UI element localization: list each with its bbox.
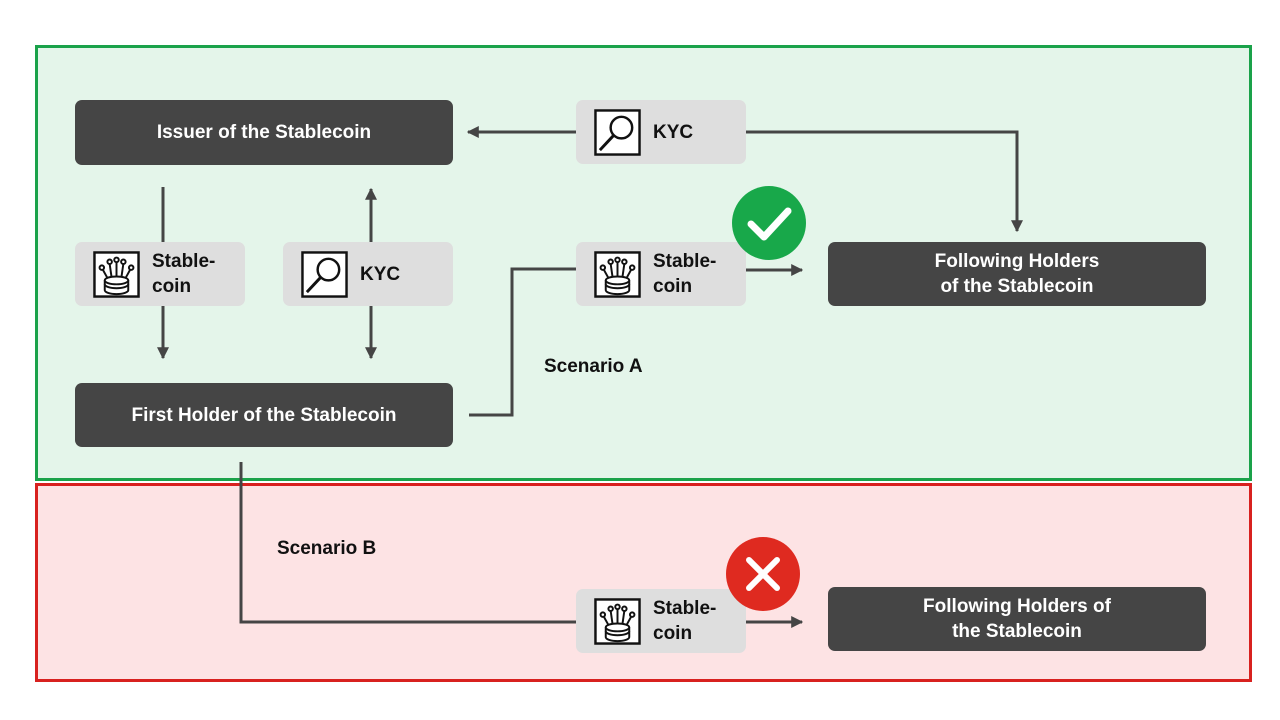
coin-stack-icon bbox=[93, 250, 140, 298]
cross-icon bbox=[726, 537, 800, 611]
magnifier-icon bbox=[301, 250, 348, 298]
coin-stack-icon bbox=[594, 250, 641, 298]
following-holders-b-node: Following Holders of the Stablecoin bbox=[828, 587, 1206, 651]
arrow-kyc-to-following-holders bbox=[746, 130, 1023, 233]
line-first-holder-to-scenario-a bbox=[469, 267, 577, 417]
stablecoin-chip-scenario-a: Stable- coin bbox=[576, 242, 746, 306]
stablecoin-chip-scenario-b: Stable- coin bbox=[576, 589, 746, 653]
first-holder-node: First Holder of the Stablecoin bbox=[75, 383, 453, 447]
scenario-b-label: Scenario B bbox=[277, 538, 377, 559]
stablecoin-chip-left: Stable- coin bbox=[75, 242, 245, 306]
coin-stack-icon bbox=[594, 597, 641, 645]
scenario-a-label: Scenario A bbox=[544, 356, 643, 377]
stablecoin-chip-scenario-a-label: Stable- coin bbox=[653, 251, 717, 297]
magnifier-icon bbox=[594, 108, 641, 156]
kyc-chip-middle-label: KYC bbox=[360, 263, 401, 285]
stablecoin-chip-left-label: Stable- coin bbox=[152, 251, 216, 297]
issuer-node: Issuer of the Stablecoin bbox=[75, 100, 453, 165]
kyc-chip-top-label: KYC bbox=[653, 121, 694, 143]
check-icon bbox=[732, 186, 806, 260]
kyc-chip-top: KYC bbox=[576, 100, 746, 164]
line-first-holder-to-scenario-b bbox=[239, 462, 577, 624]
kyc-chip-middle: KYC bbox=[283, 242, 453, 306]
following-holders-a-node: Following Holders of the Stablecoin bbox=[828, 242, 1206, 306]
stablecoin-chip-scenario-b-label: Stable- coin bbox=[653, 598, 717, 644]
